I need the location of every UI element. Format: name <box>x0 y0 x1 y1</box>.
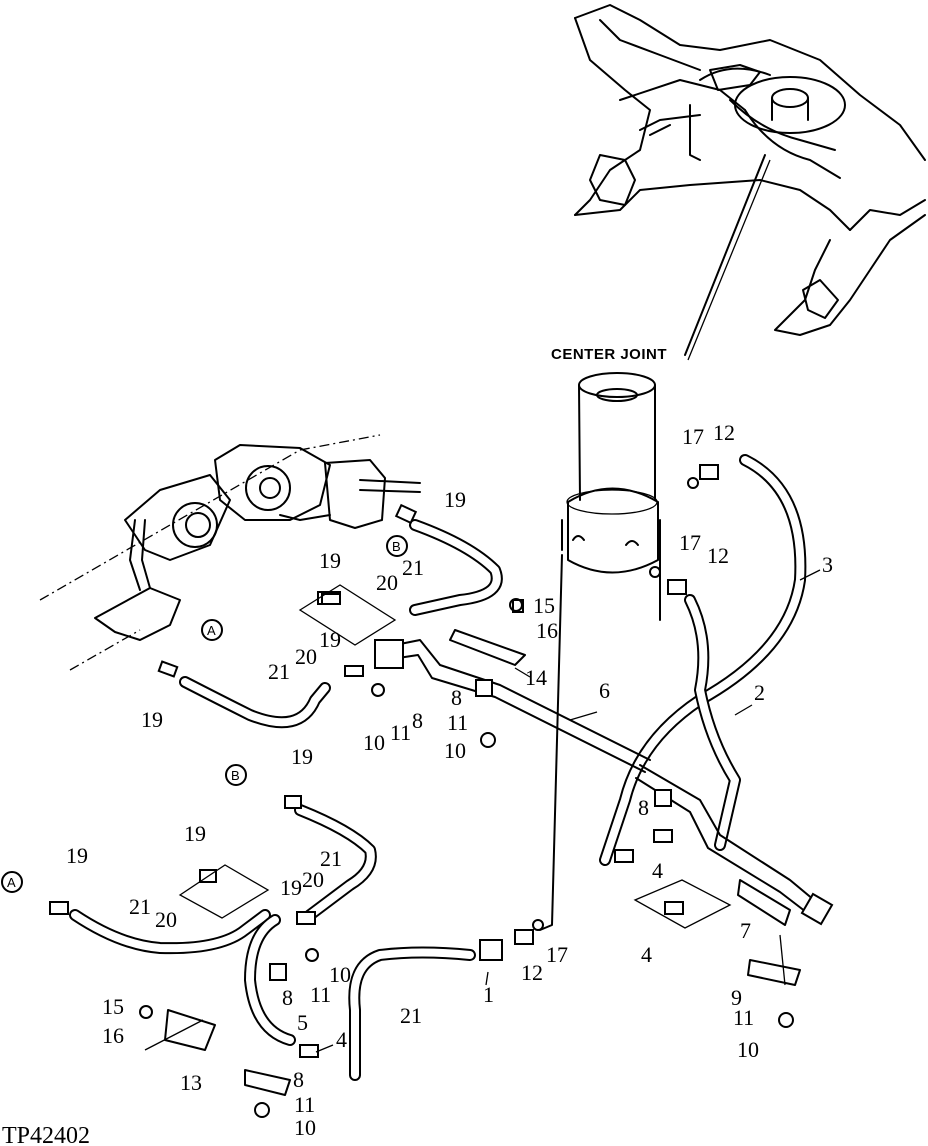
callout-10a: 10 <box>363 730 385 755</box>
callout-4b: 4 <box>641 942 652 967</box>
callout-21c: 21 <box>320 846 342 871</box>
callout-19h: 19 <box>280 875 302 900</box>
callout-11a: 11 <box>390 720 411 745</box>
callout-3: 3 <box>822 552 833 577</box>
callout-21a: 21 <box>402 555 424 580</box>
callout-11b: 11 <box>447 710 468 735</box>
track-frame-sketch <box>39 434 421 671</box>
ref-b-upper: B <box>392 539 401 554</box>
callout-20d: 20 <box>155 907 177 932</box>
hoses <box>69 454 807 1081</box>
callout-13: 13 <box>180 1070 202 1095</box>
reference-markers: A B B A <box>1 535 408 893</box>
callout-10d: 10 <box>294 1115 316 1140</box>
callout-19a: 19 <box>444 487 466 512</box>
group-outlines <box>178 584 732 929</box>
callout-20a: 20 <box>376 570 398 595</box>
callout-12b: 12 <box>707 543 729 568</box>
callout-12c: 12 <box>521 960 543 985</box>
callout-8e: 8 <box>293 1067 304 1092</box>
callout-17b: 17 <box>679 530 701 555</box>
callout-9: 9 <box>731 985 742 1010</box>
machine-frame-inset <box>574 4 926 361</box>
center-joint-label: CENTER JOINT <box>551 346 667 363</box>
callout-8c: 8 <box>638 795 649 820</box>
callout-4a: 4 <box>652 858 663 883</box>
callout-4c: 4 <box>336 1027 347 1052</box>
callout-12a: 12 <box>713 420 735 445</box>
callout-19e: 19 <box>291 744 313 769</box>
center-joint <box>539 372 661 931</box>
callout-2: 2 <box>754 680 765 705</box>
callout-6: 6 <box>599 678 610 703</box>
callout-19c: 19 <box>319 627 341 652</box>
callout-19b: 19 <box>319 548 341 573</box>
callout-10c: 10 <box>329 962 351 987</box>
callout-11e: 11 <box>733 1005 754 1030</box>
callout-1: 1 <box>483 982 494 1007</box>
callout-8d: 8 <box>282 985 293 1010</box>
figure-id: TP42402 <box>2 1123 90 1146</box>
callout-19g: 19 <box>66 843 88 868</box>
callout-19d: 19 <box>141 707 163 732</box>
leader-lines <box>144 569 821 1053</box>
callout-14: 14 <box>525 665 547 690</box>
callout-5: 5 <box>297 1010 308 1035</box>
callout-10e: 10 <box>737 1037 759 1062</box>
callout-19f: 19 <box>184 821 206 846</box>
callout-10b: 10 <box>444 738 466 763</box>
callout-15b: 15 <box>102 994 124 1019</box>
callout-20b: 20 <box>295 644 317 669</box>
callout-15a: 15 <box>533 593 555 618</box>
fittings <box>49 464 801 1118</box>
callout-labels: 1 2 3 4 4 4 5 6 7 8 8 8 8 8 9 10 10 10 1… <box>66 420 833 1140</box>
callout-21b: 21 <box>268 659 290 684</box>
callout-21e: 21 <box>400 1003 422 1028</box>
callout-7: 7 <box>740 918 751 943</box>
callout-11c: 11 <box>310 982 331 1007</box>
callout-16a: 16 <box>536 618 558 643</box>
callout-20c: 20 <box>302 867 324 892</box>
callout-17a: 17 <box>682 424 704 449</box>
ref-b-lower: B <box>231 768 240 783</box>
callout-16b: 16 <box>102 1023 124 1048</box>
ref-a-lower: A <box>7 875 16 890</box>
callout-17c: 17 <box>546 942 568 967</box>
callout-8a: 8 <box>412 708 423 733</box>
ref-a-upper: A <box>207 623 216 638</box>
callout-11d: 11 <box>294 1092 315 1117</box>
callout-8b: 8 <box>451 685 462 710</box>
callout-21d: 21 <box>129 894 151 919</box>
